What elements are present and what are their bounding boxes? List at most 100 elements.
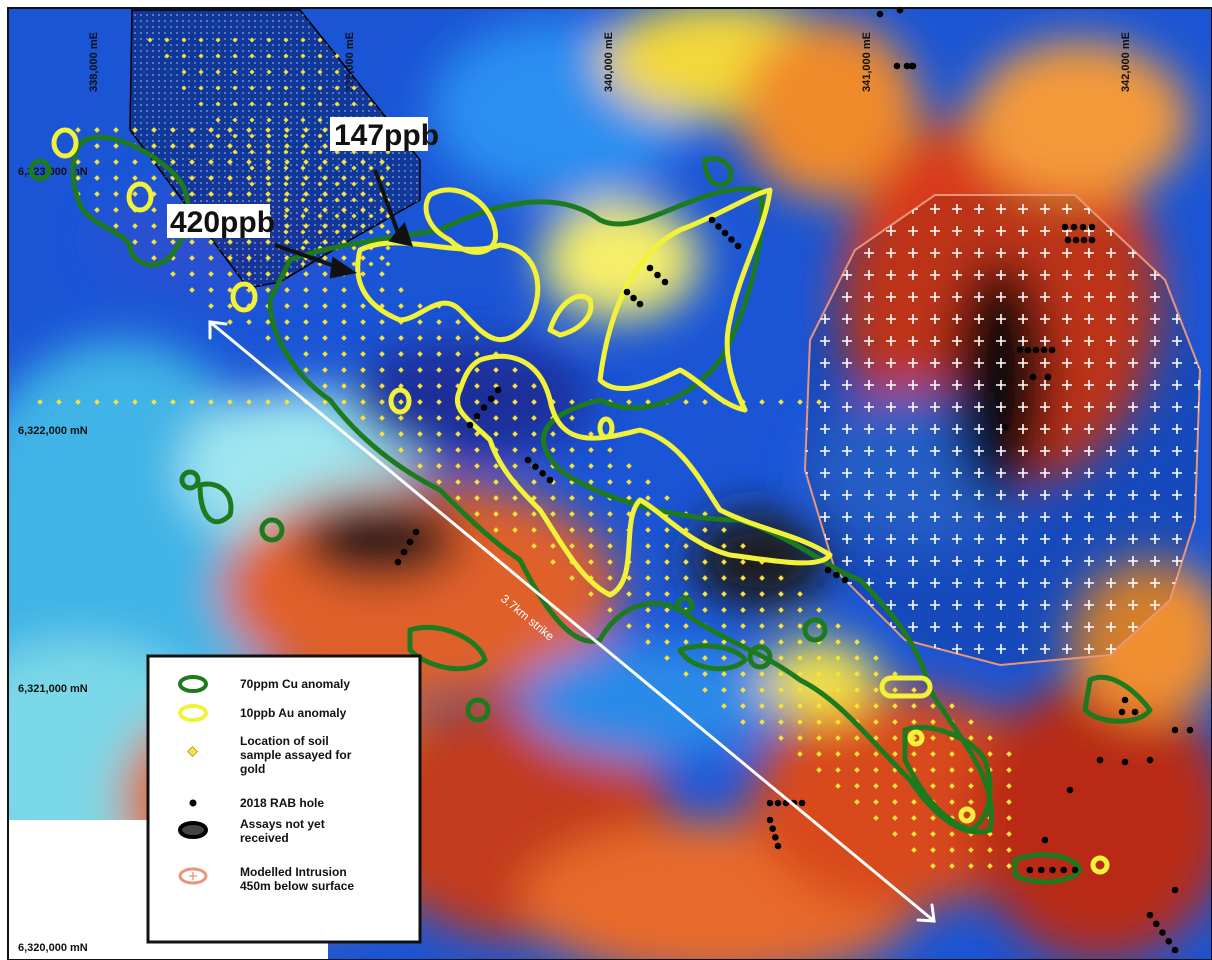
soil-sample-point bbox=[835, 655, 841, 661]
soil-sample-point bbox=[930, 863, 936, 869]
soil-sample-point bbox=[208, 399, 214, 405]
soil-sample-point bbox=[816, 655, 822, 661]
soil-sample-point bbox=[873, 719, 879, 725]
soil-sample-point bbox=[569, 447, 575, 453]
soil-sample-point bbox=[683, 399, 689, 405]
soil-sample-point bbox=[588, 479, 594, 485]
soil-sample-point bbox=[341, 159, 347, 165]
soil-sample-point bbox=[512, 399, 518, 405]
soil-sample-point bbox=[854, 655, 860, 661]
soil-sample-point bbox=[351, 213, 357, 219]
soil-sample-point bbox=[930, 815, 936, 821]
soil-sample-point bbox=[493, 367, 499, 373]
soil-sample-point bbox=[351, 165, 357, 171]
soil-sample-point bbox=[322, 143, 328, 149]
legend-item-soil: Location of soil sample assayed for gold bbox=[187, 734, 352, 776]
soil-sample-point bbox=[588, 447, 594, 453]
soil-sample-point bbox=[317, 165, 323, 171]
soil-sample-point bbox=[873, 655, 879, 661]
soil-sample-point bbox=[569, 575, 575, 581]
rab-hole-point bbox=[1096, 756, 1104, 764]
soil-sample-point bbox=[854, 687, 860, 693]
soil-sample-point bbox=[436, 415, 442, 421]
callout-147ppb-text: 147ppb bbox=[334, 119, 439, 152]
soil-sample-point bbox=[873, 799, 879, 805]
soil-sample-point bbox=[569, 463, 575, 469]
rab-hole-point bbox=[893, 62, 901, 70]
soil-sample-point bbox=[379, 207, 385, 213]
soil-sample-point bbox=[550, 495, 556, 501]
soil-sample-point bbox=[512, 431, 518, 437]
soil-sample-point bbox=[249, 181, 255, 187]
soil-sample-point bbox=[300, 229, 306, 235]
soil-sample-point bbox=[626, 591, 632, 597]
soil-sample-point bbox=[892, 719, 898, 725]
soil-sample-point bbox=[702, 607, 708, 613]
soil-sample-point bbox=[189, 271, 195, 277]
soil-sample-point bbox=[322, 351, 328, 357]
soil-sample-point bbox=[949, 703, 955, 709]
soil-sample-point bbox=[626, 479, 632, 485]
soil-sample-point bbox=[379, 351, 385, 357]
legend-item-cu: 70ppm Cu anomaly bbox=[178, 675, 350, 693]
hatched-ellipse-icon bbox=[178, 821, 208, 839]
soil-sample-point bbox=[379, 399, 385, 405]
legend-label-pending: Assays not yet received bbox=[240, 817, 328, 845]
soil-sample-point bbox=[189, 127, 195, 133]
soil-sample-point bbox=[588, 431, 594, 437]
soil-sample-point bbox=[266, 149, 272, 155]
soil-sample-point bbox=[892, 703, 898, 709]
soil-sample-point bbox=[132, 159, 138, 165]
soil-sample-point bbox=[873, 751, 879, 757]
soil-sample-point bbox=[607, 607, 613, 613]
callout-420ppb-text: 420ppb bbox=[170, 206, 275, 239]
soil-sample-point bbox=[778, 703, 784, 709]
soil-sample-point bbox=[835, 735, 841, 741]
soil-sample-point bbox=[303, 207, 309, 213]
rab-hole-point bbox=[721, 229, 729, 237]
soil-sample-point bbox=[398, 367, 404, 373]
soil-sample-point bbox=[417, 399, 423, 405]
soil-sample-point bbox=[189, 287, 195, 293]
soil-sample-point bbox=[778, 591, 784, 597]
legend-item-au: 10ppb Au anomaly bbox=[178, 704, 347, 722]
soil-sample-point bbox=[987, 735, 993, 741]
soil-sample-point bbox=[835, 767, 841, 773]
rab-hole-point bbox=[646, 264, 654, 272]
soil-sample-point bbox=[797, 399, 803, 405]
soil-sample-point bbox=[607, 511, 613, 517]
soil-sample-point bbox=[322, 223, 328, 229]
soil-sample-point bbox=[151, 175, 157, 181]
soil-sample-point bbox=[284, 143, 290, 149]
soil-sample-point bbox=[341, 335, 347, 341]
black-dot-icon bbox=[189, 799, 197, 807]
soil-sample-point bbox=[493, 431, 499, 437]
soil-sample-point bbox=[265, 191, 271, 197]
soil-sample-point bbox=[170, 127, 176, 133]
soil-sample-point bbox=[170, 191, 176, 197]
soil-sample-point bbox=[94, 191, 100, 197]
soil-sample-point bbox=[436, 335, 442, 341]
soil-sample-point bbox=[854, 735, 860, 741]
soil-sample-point bbox=[759, 639, 765, 645]
soil-sample-point bbox=[588, 591, 594, 597]
soil-sample-point bbox=[531, 383, 537, 389]
soil-sample-point bbox=[550, 431, 556, 437]
soil-sample-point bbox=[322, 127, 328, 133]
soil-sample-point bbox=[351, 181, 357, 187]
soil-sample-point bbox=[246, 175, 252, 181]
soil-sample-point bbox=[113, 127, 119, 133]
soil-sample-point bbox=[455, 447, 461, 453]
soil-sample-point bbox=[265, 319, 271, 325]
soil-sample-point bbox=[968, 847, 974, 853]
soil-sample-point bbox=[170, 159, 176, 165]
soil-sample-point bbox=[300, 133, 306, 139]
soil-sample-point bbox=[797, 735, 803, 741]
soil-sample-point bbox=[854, 639, 860, 645]
soil-sample-point bbox=[930, 719, 936, 725]
soil-sample-point bbox=[892, 799, 898, 805]
rab-hole-point bbox=[715, 223, 722, 230]
soil-sample-point bbox=[683, 591, 689, 597]
soil-sample-point bbox=[474, 495, 480, 501]
soil-sample-point bbox=[368, 181, 374, 187]
